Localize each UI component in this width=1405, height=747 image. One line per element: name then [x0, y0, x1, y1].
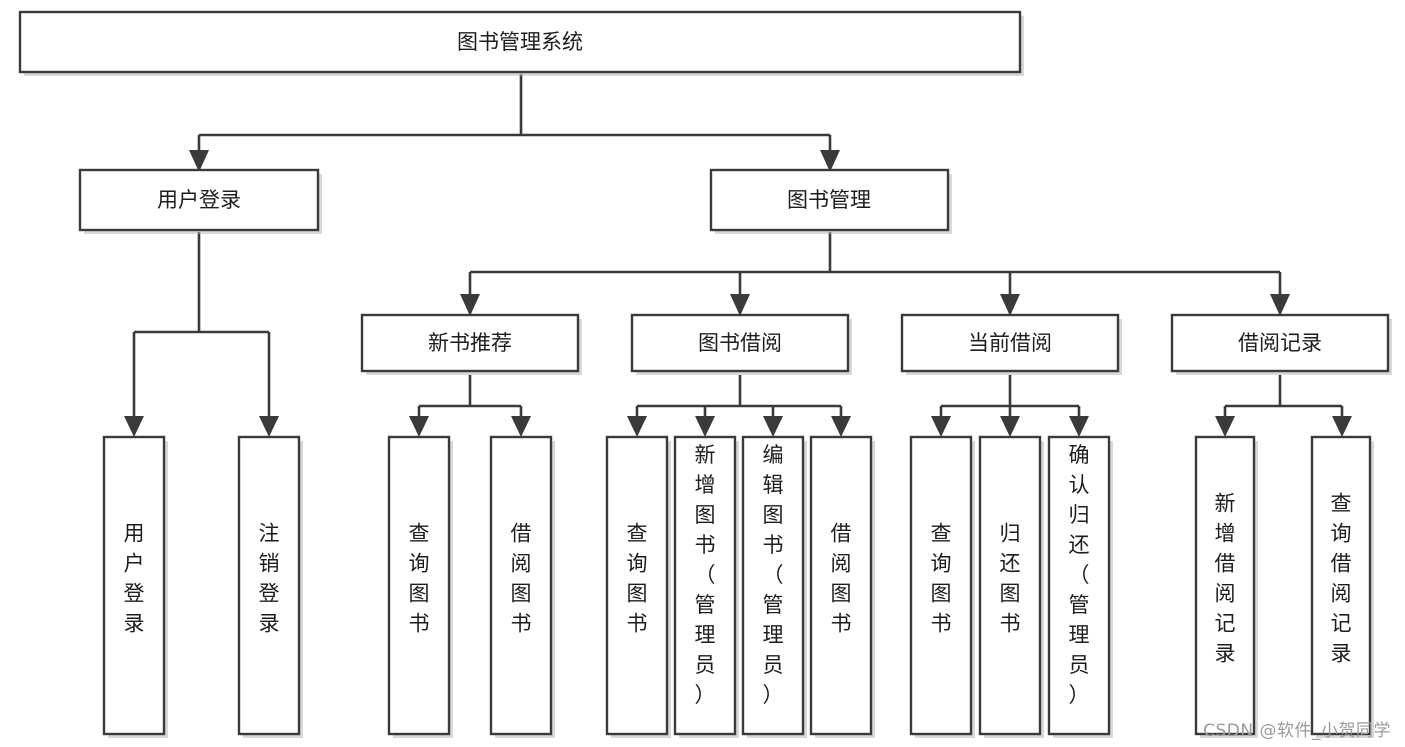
node-leaf-add-record[interactable]: 新增借阅记录	[1194, 435, 1258, 738]
leaf-user-login-box[interactable]	[102, 435, 166, 736]
user-login-box[interactable]	[78, 168, 320, 232]
leaf-logout-login-label: 注销登录	[259, 522, 280, 636]
leaf-borrow-book-1-box[interactable]	[489, 435, 553, 736]
leaf-add-book-label: 新增图书（管理员）	[695, 443, 716, 707]
arrow-to-borrow-record	[1270, 294, 1290, 316]
node-leaf-query-book-2[interactable]: 查询图书	[605, 435, 671, 738]
arrow-to-current-borrow	[1000, 294, 1020, 316]
arrow-book-borrow-leaf-3	[763, 416, 783, 437]
node-leaf-user-login[interactable]: 用户登录	[102, 435, 168, 738]
node-leaf-borrow-book-1[interactable]: 借阅图书	[489, 435, 555, 738]
leaf-confirm-return-label: 确认归还（管理员）	[1069, 443, 1090, 707]
node-leaf-query-record[interactable]: 查询借阅记录	[1310, 435, 1374, 738]
borrow-record-label: 借阅记录	[1238, 331, 1322, 355]
connectors-book-manage-to-level3	[460, 232, 1290, 316]
leaf-query-book-2-label: 查询图书	[627, 522, 648, 636]
node-user-login[interactable]: 用户登录	[78, 168, 322, 234]
leaf-query-record-label: 查询借阅记录	[1331, 492, 1352, 666]
leaf-query-book-1-label: 查询图书	[409, 522, 430, 636]
connectors-new-book-rec-to-leaves	[409, 375, 531, 437]
arrow-to-new-book-rec	[460, 294, 480, 316]
leaf-borrow-book-2-box[interactable]	[809, 435, 873, 736]
leaf-borrow-book-1-label: 借阅图书	[511, 522, 532, 636]
leaf-query-book-1-box[interactable]	[387, 435, 451, 736]
connectors-borrow-record-to-leaves	[1215, 375, 1352, 437]
root-box[interactable]	[18, 10, 1022, 74]
leaf-borrow-book-2-label: 借阅图书	[831, 522, 852, 636]
arrow-user-login-leaf-1	[124, 416, 144, 437]
leaf-return-book-label: 归还图书	[1000, 522, 1021, 636]
book-borrow-label: 图书借阅	[698, 331, 782, 355]
new-book-rec-label: 新书推荐	[428, 331, 512, 355]
connectors-current-borrow-to-leaves	[931, 375, 1089, 437]
node-borrow-record[interactable]: 借阅记录	[1170, 313, 1392, 375]
node-leaf-edit-book[interactable]: 编辑图书（管理员）	[741, 435, 807, 738]
arrow-new-book-rec-leaf-1	[409, 416, 429, 437]
current-borrow-label: 当前借阅	[968, 331, 1052, 355]
arrow-user-login-leaf-2	[259, 416, 279, 437]
node-book-manage[interactable]: 图书管理	[709, 168, 952, 234]
node-book-borrow[interactable]: 图书借阅	[630, 313, 852, 375]
arrow-borrow-record-leaf-2	[1332, 416, 1352, 437]
leaf-user-login-label: 用户登录	[124, 522, 145, 636]
node-leaf-query-book-1[interactable]: 查询图书	[387, 435, 453, 738]
leaf-query-record-box[interactable]	[1310, 435, 1372, 736]
leaf-query-book-2-box[interactable]	[605, 435, 669, 736]
arrow-book-borrow-leaf-1	[627, 416, 647, 437]
arrow-to-book-borrow	[730, 294, 750, 316]
arrow-new-book-rec-leaf-2	[511, 416, 531, 437]
borrow-record-box[interactable]	[1170, 313, 1390, 373]
arrow-current-borrow-leaf-3	[1069, 416, 1089, 437]
current-borrow-box[interactable]	[900, 313, 1120, 373]
leaf-confirm-return-box[interactable]	[1047, 435, 1111, 736]
leaf-edit-book-box[interactable]	[741, 435, 805, 736]
arrow-root-to-book-manage	[820, 150, 840, 172]
arrow-current-borrow-leaf-2	[1000, 416, 1020, 437]
book-borrow-box[interactable]	[630, 313, 850, 373]
arrow-current-borrow-leaf-1	[931, 416, 951, 437]
book-manage-box[interactable]	[709, 168, 950, 232]
node-leaf-return-book[interactable]: 归还图书	[978, 435, 1044, 738]
connectors-book-borrow-to-leaves	[627, 375, 851, 437]
node-current-borrow[interactable]: 当前借阅	[900, 313, 1122, 375]
leaf-add-record-box[interactable]	[1194, 435, 1256, 736]
book-manage-label: 图书管理	[787, 188, 871, 212]
node-leaf-add-book[interactable]: 新增图书（管理员）	[673, 435, 739, 738]
leaf-edit-book-label: 编辑图书（管理员）	[763, 443, 784, 707]
leaf-return-book-box[interactable]	[978, 435, 1042, 736]
node-leaf-borrow-book-2[interactable]: 借阅图书	[809, 435, 875, 738]
leaf-add-record-label: 新增借阅记录	[1215, 492, 1236, 666]
node-leaf-confirm-return[interactable]: 确认归还（管理员）	[1047, 435, 1113, 738]
arrow-root-to-user-login	[189, 150, 209, 172]
connectors-user-login-to-leaves	[124, 232, 279, 437]
root-label: 图书管理系统	[457, 30, 583, 54]
arrow-borrow-record-leaf-1	[1215, 416, 1235, 437]
node-leaf-query-book-3[interactable]: 查询图书	[909, 435, 975, 738]
arrow-book-borrow-leaf-4	[831, 416, 851, 437]
new-book-rec-box[interactable]	[360, 313, 580, 373]
node-leaf-logout-login[interactable]: 注销登录	[237, 435, 303, 738]
node-root[interactable]: 图书管理系统	[18, 10, 1024, 76]
leaf-query-book-3-box[interactable]	[909, 435, 973, 736]
leaf-query-book-3-label: 查询图书	[931, 522, 952, 636]
leaf-add-book-box[interactable]	[673, 435, 737, 736]
user-login-label: 用户登录	[157, 188, 241, 212]
node-new-book-rec[interactable]: 新书推荐	[360, 313, 582, 375]
connectors-root-to-level2	[189, 74, 840, 172]
arrow-book-borrow-leaf-2	[695, 416, 715, 437]
leaf-logout-login-box[interactable]	[237, 435, 301, 736]
